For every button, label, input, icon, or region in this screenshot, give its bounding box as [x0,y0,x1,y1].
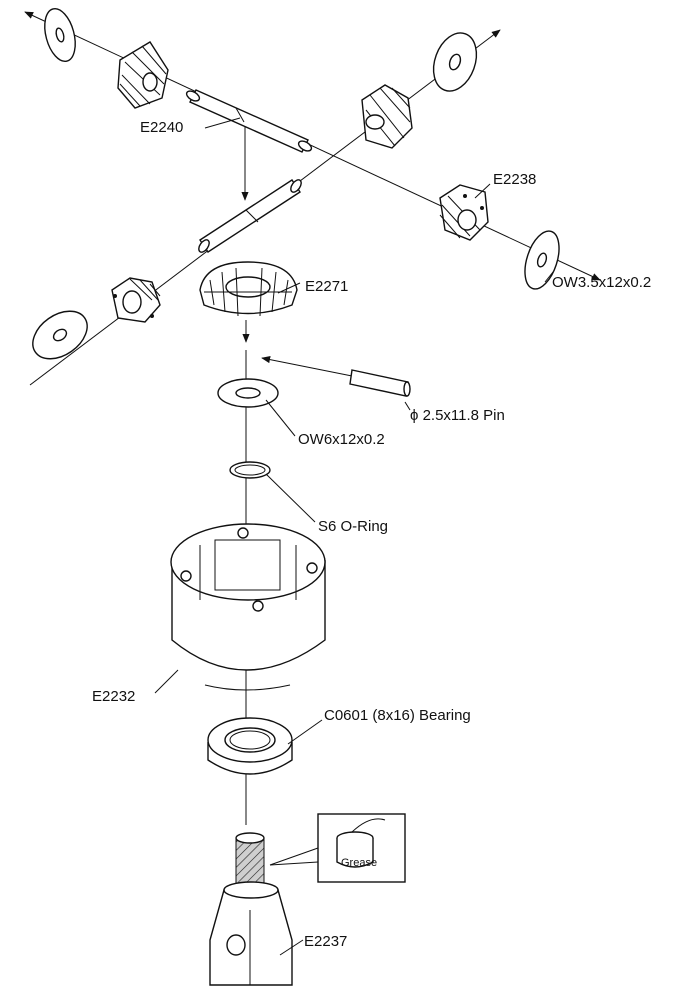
washer-ow6 [217,378,279,408]
bevel-gear-left [111,277,161,323]
bevel-gear-top-left [117,41,169,109]
bearing [207,717,293,775]
cross-shaft-upper [185,89,313,153]
washer-top-right [432,32,478,92]
label-oring: S6 O-Ring [318,518,388,535]
bevel-gear-right [439,184,489,241]
label-ow6: OW6x12x0.2 [298,431,385,448]
label-e2238: E2238 [493,171,536,188]
label-e2240: E2240 [140,119,183,136]
grease-inset [269,813,406,883]
pin-arrow [261,356,353,377]
label-e2237: E2237 [304,933,347,950]
bevel-gear-top-right [361,84,413,149]
label-e2271: E2271 [305,278,348,295]
label-ow35: OW3.5x12x0.2 [552,274,651,291]
diff-housing [170,523,326,691]
pin-part [349,369,411,397]
label-grease: Grease [341,857,377,869]
ring-gear [199,261,298,317]
label-e2232: E2232 [92,688,135,705]
outdrive [209,832,293,986]
leader-lines [154,117,554,956]
horizontal-axis-line [24,11,601,281]
o-ring [229,461,271,479]
label-bearing: C0601 (8x16) Bearing [324,707,471,724]
washer-top-left [44,7,76,63]
cross-shaft-lower [198,179,302,253]
washer-left [32,310,88,360]
label-pin: ϕ 2.5x11.8 Pin [410,407,505,424]
